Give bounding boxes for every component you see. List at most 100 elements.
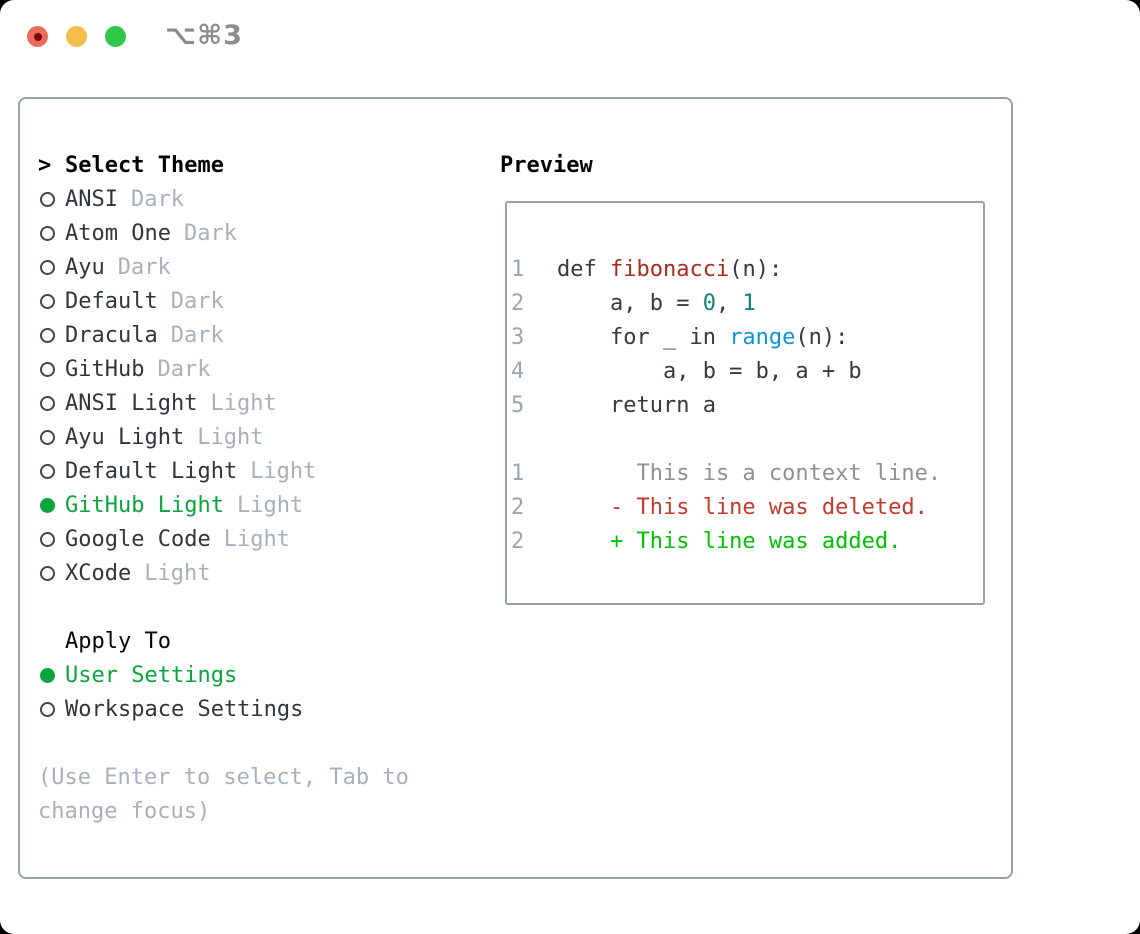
theme-picker-header-row: > Select Theme bbox=[38, 148, 409, 182]
code-segment-plain: (n): bbox=[795, 324, 849, 350]
code-segment-builtin: range bbox=[729, 324, 796, 350]
radio-icon bbox=[40, 259, 55, 275]
option-tag: Dark bbox=[170, 288, 224, 314]
code-line: 2 + This line was added. bbox=[511, 524, 975, 558]
radio-icon bbox=[40, 361, 55, 377]
spacer-row bbox=[38, 726, 409, 760]
radio-icon bbox=[40, 327, 55, 343]
hint-row: (Use Enter to select, Tab to bbox=[38, 760, 409, 794]
option-label: ANSI bbox=[65, 186, 118, 212]
option-label: Atom One bbox=[65, 220, 171, 246]
code-line: 4 a, b = b, a + b bbox=[511, 354, 975, 388]
radio-icon bbox=[40, 463, 55, 479]
titlebar: ⌥⌘3 bbox=[0, 0, 1140, 72]
code-line: 2 - This line was deleted. bbox=[511, 490, 975, 524]
code-segment-func: fibonacci bbox=[609, 256, 730, 282]
window-title: ⌥⌘3 bbox=[165, 20, 243, 51]
option-label: GitHub Light bbox=[65, 492, 224, 518]
option-tag: Light bbox=[250, 458, 317, 484]
minimize-button[interactable] bbox=[66, 26, 87, 47]
preview-title: Preview bbox=[500, 152, 593, 178]
zoom-button[interactable] bbox=[105, 26, 126, 47]
code-segment-plain: return a bbox=[557, 392, 716, 418]
line-number: 5 bbox=[511, 392, 525, 418]
theme-option[interactable]: GitHub Light Light bbox=[38, 488, 409, 522]
spacer-row bbox=[38, 590, 409, 624]
hint-text-line1: (Use Enter to select, Tab to bbox=[38, 764, 409, 790]
option-label: ANSI Light bbox=[65, 390, 198, 416]
option-tag: Light bbox=[210, 390, 277, 416]
line-number: 2 bbox=[511, 494, 525, 520]
code-segment-plain: , bbox=[715, 290, 743, 316]
option-label: XCode bbox=[65, 560, 132, 586]
option-tag: Dark bbox=[130, 186, 184, 212]
theme-option[interactable]: Ayu Light Light bbox=[38, 420, 409, 454]
hint-text-line2: change focus) bbox=[38, 798, 211, 824]
code-line: 1 This is a context line. bbox=[511, 456, 975, 490]
code-segment-context: This is a context line. bbox=[557, 460, 942, 486]
code-segment-plain: a, b = bbox=[557, 290, 703, 316]
line-number: 2 bbox=[511, 290, 525, 316]
line-number: 4 bbox=[511, 358, 525, 384]
radio-icon bbox=[40, 531, 55, 547]
theme-option[interactable]: Default Light Light bbox=[38, 454, 409, 488]
option-tag: Dark bbox=[117, 254, 171, 280]
option-tag: Light bbox=[223, 526, 290, 552]
code-segment-plain: def bbox=[557, 256, 610, 282]
radio-icon bbox=[40, 225, 55, 241]
option-label: Default Light bbox=[65, 458, 238, 484]
close-button[interactable] bbox=[27, 26, 48, 47]
option-tag: Light bbox=[236, 492, 304, 518]
theme-option[interactable]: ANSI Light Light bbox=[38, 386, 409, 420]
theme-option[interactable]: Atom One Dark bbox=[38, 216, 409, 250]
hint-row: change focus) bbox=[38, 794, 409, 828]
line-number: 3 bbox=[511, 324, 525, 350]
code-segment-plain: (n): bbox=[729, 256, 783, 282]
radio-icon bbox=[40, 395, 55, 411]
apply-option[interactable]: Workspace Settings bbox=[38, 692, 409, 726]
option-label: Ayu Light bbox=[65, 424, 185, 450]
code-segment-plain: a, b = b, a + b bbox=[557, 358, 862, 384]
theme-option[interactable]: ANSI Dark bbox=[38, 182, 409, 216]
theme-option[interactable]: Google Code Light bbox=[38, 522, 409, 556]
apply-to-header: Apply To bbox=[65, 628, 171, 654]
theme-option[interactable]: Default Dark bbox=[38, 284, 409, 318]
code-segment-deleted: - This line was deleted. bbox=[557, 494, 928, 520]
option-tag: Dark bbox=[170, 322, 224, 348]
option-label: Workspace Settings bbox=[65, 696, 304, 722]
option-tag: Light bbox=[197, 424, 264, 450]
radio-icon bbox=[40, 701, 55, 717]
code-line: 3 for _ in range(n): bbox=[511, 320, 975, 354]
code-segment-number: 1 bbox=[742, 290, 756, 316]
code-segment-plain: for _ in bbox=[557, 324, 730, 350]
line-number: 2 bbox=[511, 528, 525, 554]
apply-to-header-row: Apply To bbox=[38, 624, 409, 658]
option-label: Google Code bbox=[65, 526, 211, 552]
option-tag: Dark bbox=[183, 220, 237, 246]
code-segment-added: + This line was added. bbox=[557, 528, 902, 554]
radio-icon bbox=[40, 565, 55, 581]
code-segment-number: 0 bbox=[702, 290, 716, 316]
radio-selected-icon bbox=[40, 667, 55, 683]
option-tag: Dark bbox=[157, 356, 211, 382]
code-line: 5 return a bbox=[511, 388, 975, 422]
apply-option[interactable]: User Settings bbox=[38, 658, 409, 692]
radio-selected-icon bbox=[40, 497, 55, 513]
line-number: 1 bbox=[511, 460, 525, 486]
selection-cursor-icon: > bbox=[38, 152, 52, 178]
theme-picker-header: Select Theme bbox=[65, 152, 224, 178]
option-label: Default bbox=[65, 288, 158, 314]
radio-icon bbox=[40, 429, 55, 445]
option-label: User Settings bbox=[65, 662, 238, 688]
